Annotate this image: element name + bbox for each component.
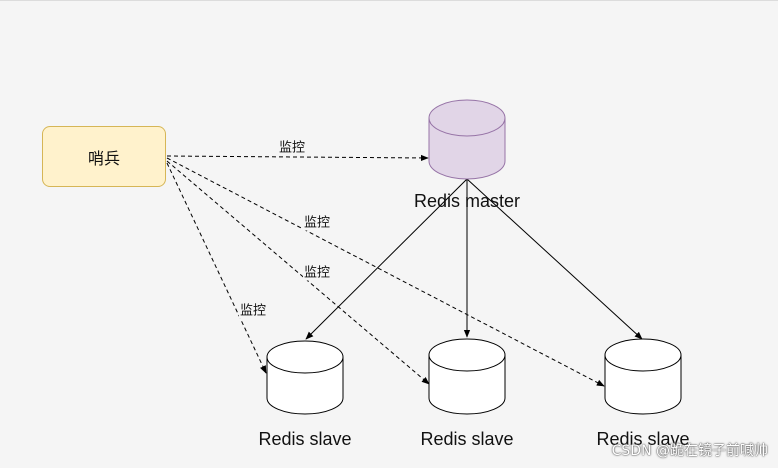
- master-label: Redis master: [413, 191, 521, 211]
- edge-label-monitor-slave-left: 监控: [238, 299, 268, 319]
- edge-master-to-slave-left: [305, 178, 468, 340]
- edge-label-monitor-slave-right: 监控: [302, 211, 332, 231]
- edge-sentinel-to-slave-right: [166, 157, 605, 387]
- edge-sentinel-to-master: [166, 154, 429, 162]
- slave-middle-cylinder-icon[interactable]: [428, 338, 506, 415]
- slave-right-label: Redis slave: [596, 429, 690, 449]
- edge-master-to-slave-right: [466, 178, 643, 340]
- csdn-watermark: CSDN @跪在镜子前喊帅: [611, 443, 768, 459]
- edge-label-monitor-master: 监控: [277, 136, 307, 156]
- edge-sentinel-to-slave-middle: [166, 160, 430, 385]
- slave-right-cylinder-icon[interactable]: [604, 338, 682, 415]
- slave-middle-label: Redis slave: [420, 429, 514, 449]
- sentinel-node[interactable]: 哨兵: [42, 126, 166, 187]
- edge-sentinel-to-slave-left: [166, 162, 267, 374]
- edge-label-monitor-slave-middle: 监控: [302, 261, 332, 281]
- slave-left-label: Redis slave: [258, 429, 352, 449]
- master-cylinder-icon[interactable]: [428, 99, 506, 180]
- slave-left-cylinder-icon[interactable]: [266, 340, 344, 415]
- sentinel-label: 哨兵: [87, 148, 120, 168]
